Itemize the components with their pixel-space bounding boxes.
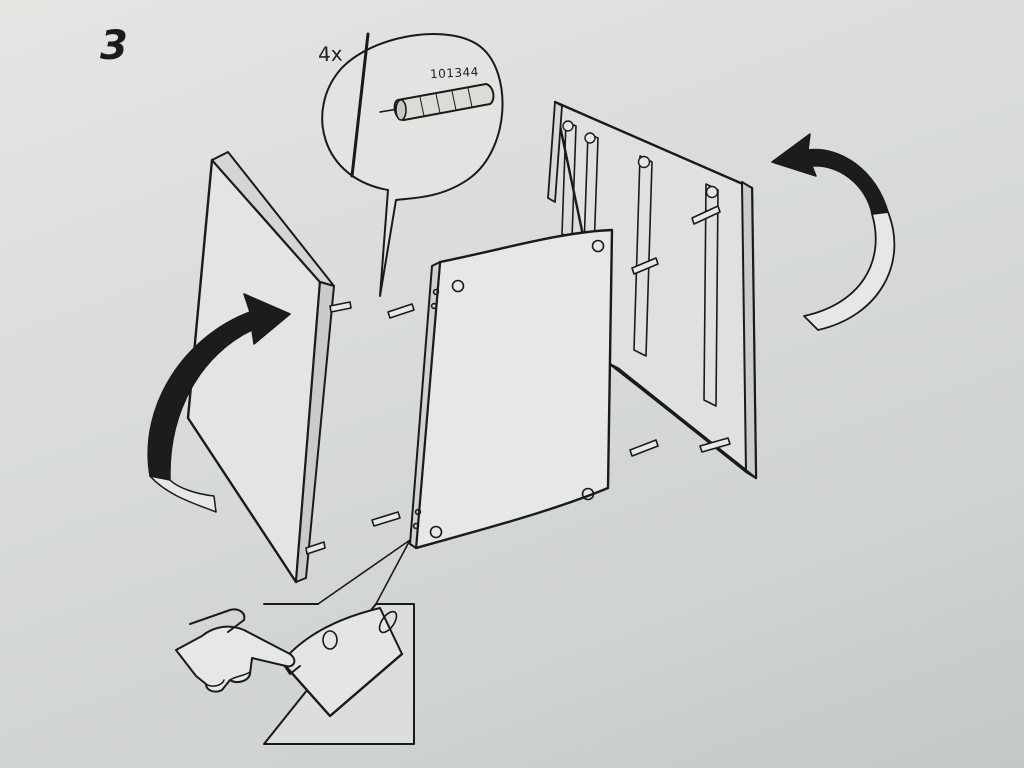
back-panel (547, 100, 758, 480)
step-number: 3 (100, 23, 128, 69)
dowel-callout (321, 32, 504, 297)
part-number: 101344 (429, 64, 480, 82)
pointing-hand-icon (175, 608, 296, 693)
curved-arrow-icon (771, 133, 896, 331)
curved-arrow-icon (147, 293, 291, 513)
detail-inset (263, 539, 415, 745)
side-panel (186, 151, 352, 584)
quantity-label: 4x (317, 41, 343, 67)
front-board (371, 228, 614, 550)
wooden-dowel-icon (379, 83, 495, 121)
panel-edge-line (350, 32, 370, 178)
